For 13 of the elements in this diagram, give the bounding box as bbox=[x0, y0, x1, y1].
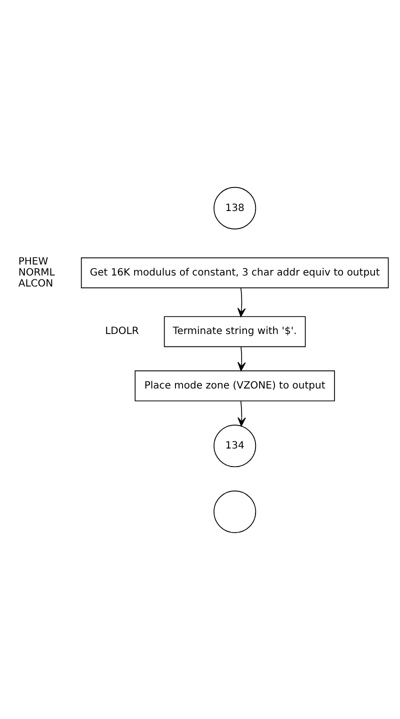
node-label: NORML bbox=[18, 266, 55, 278]
node-box: Get 16K modulus of constant, 3 char addr equiv to output bbox=[80, 256, 389, 288]
node-box: Place mode zone (VZONE) to output bbox=[134, 370, 335, 401]
node-label: ALCON bbox=[18, 278, 54, 289]
arrow bbox=[237, 287, 246, 316]
node-circle: 134 bbox=[214, 424, 256, 467]
node-box: Terminate string with '$'. bbox=[164, 316, 306, 347]
node-label: LDOLR bbox=[105, 326, 139, 337]
node-circle: 138 bbox=[214, 186, 256, 229]
arrow bbox=[237, 346, 246, 371]
node-label: PHEW bbox=[18, 256, 48, 268]
arrow bbox=[238, 400, 246, 426]
node-circle bbox=[214, 490, 256, 533]
